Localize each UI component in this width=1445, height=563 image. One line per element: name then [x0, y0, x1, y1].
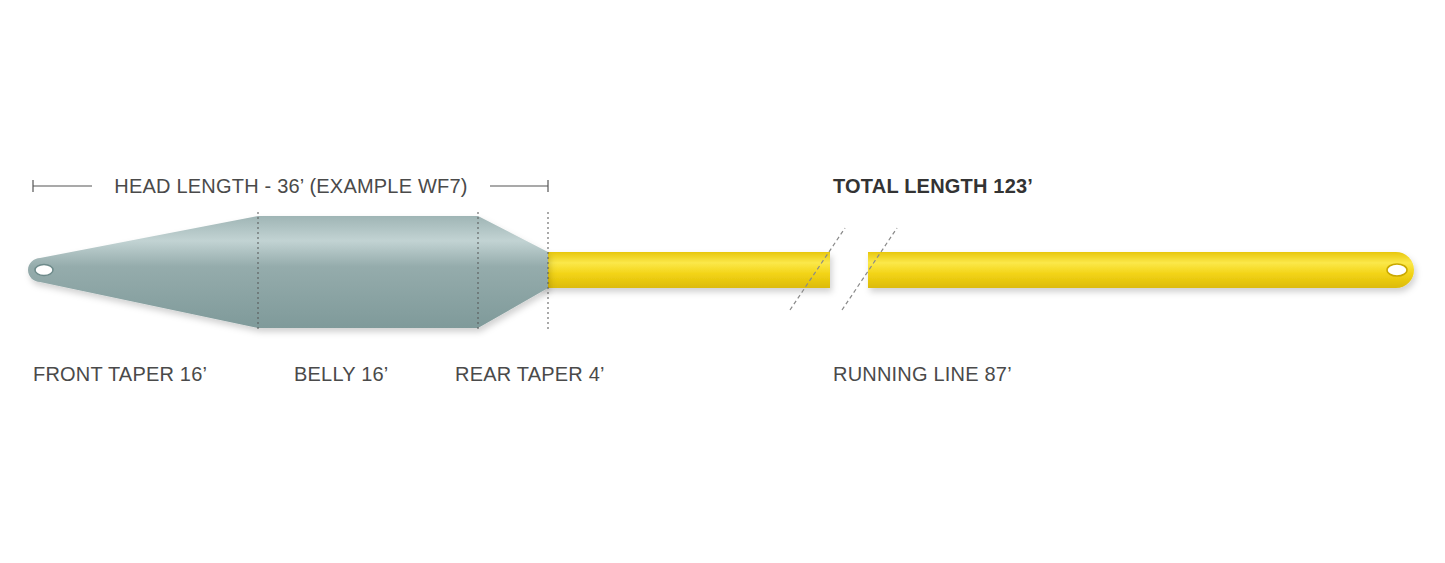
break-marks: [790, 228, 897, 310]
running-line: [540, 252, 1414, 288]
section-label: REAR TAPER 4’: [455, 362, 605, 386]
line-head: [28, 216, 548, 328]
rear-loop: [1387, 264, 1407, 276]
total-length-label: TOTAL LENGTH 123’: [833, 174, 1033, 198]
front-loop: [35, 265, 53, 276]
section-label: BELLY 16’: [294, 362, 388, 386]
section-dividers: [258, 212, 548, 332]
head-length-label: HEAD LENGTH - 36’ (EXAMPLE WF7): [108, 174, 473, 198]
section-label: RUNNING LINE 87’: [833, 362, 1012, 386]
section-label: FRONT TAPER 16’: [33, 362, 207, 386]
